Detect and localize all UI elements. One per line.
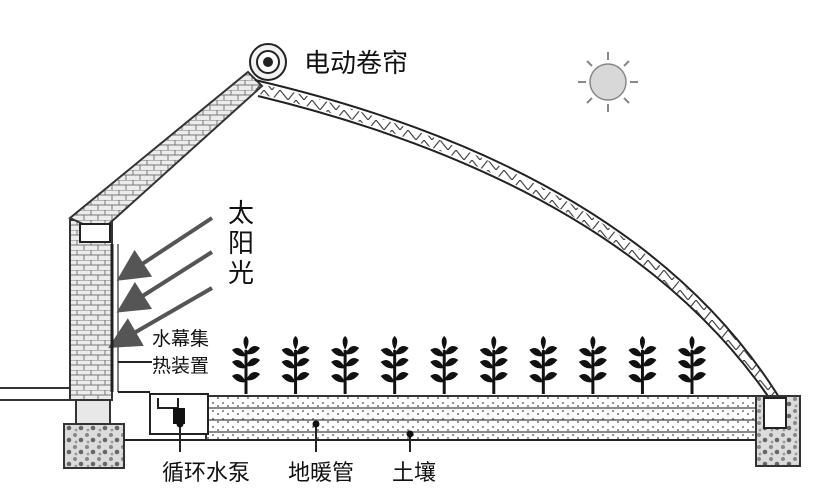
label-water-curtain-1: 水幕集 bbox=[152, 328, 209, 350]
roller-blind bbox=[249, 43, 287, 81]
label-sunlight-1: 太 bbox=[228, 199, 254, 229]
north-foundation bbox=[63, 423, 125, 469]
label-sunlight-3: 光 bbox=[228, 259, 254, 289]
plant-icon bbox=[281, 336, 310, 394]
plant-icon bbox=[678, 336, 706, 394]
label-soil: 土壤 bbox=[392, 461, 436, 486]
north-wall bbox=[69, 219, 113, 401]
plant-icon bbox=[578, 336, 607, 394]
plant-icon bbox=[380, 336, 409, 394]
label-pump: 循环水泵 bbox=[162, 461, 250, 486]
sunlight-rays bbox=[108, 216, 214, 349]
water-curtain-device bbox=[79, 223, 119, 392]
label-roller-blind: 电动卷帘 bbox=[304, 49, 408, 79]
south-post bbox=[763, 397, 787, 429]
plant-icon bbox=[232, 336, 260, 394]
ground-pipe-left bbox=[0, 387, 72, 401]
plant-icon bbox=[628, 336, 657, 394]
pump-assembly bbox=[118, 391, 209, 435]
plant-icon bbox=[529, 336, 558, 394]
plants-row bbox=[232, 336, 706, 394]
pump-marker bbox=[176, 420, 184, 428]
plant-icon bbox=[479, 336, 508, 394]
floor-heating-marker bbox=[312, 420, 320, 428]
soil-bed bbox=[205, 395, 787, 441]
label-floor-heating: 地暖管 bbox=[288, 461, 354, 486]
sun-icon bbox=[578, 52, 638, 112]
label-sunlight-2: 阳 bbox=[228, 229, 254, 259]
floor-heating-pipes bbox=[206, 407, 786, 433]
soil-marker bbox=[406, 430, 414, 438]
front-arch bbox=[254, 79, 783, 405]
label-water-curtain-2: 热装置 bbox=[152, 355, 209, 377]
plant-icon bbox=[430, 336, 459, 394]
plant-icon bbox=[331, 336, 360, 394]
